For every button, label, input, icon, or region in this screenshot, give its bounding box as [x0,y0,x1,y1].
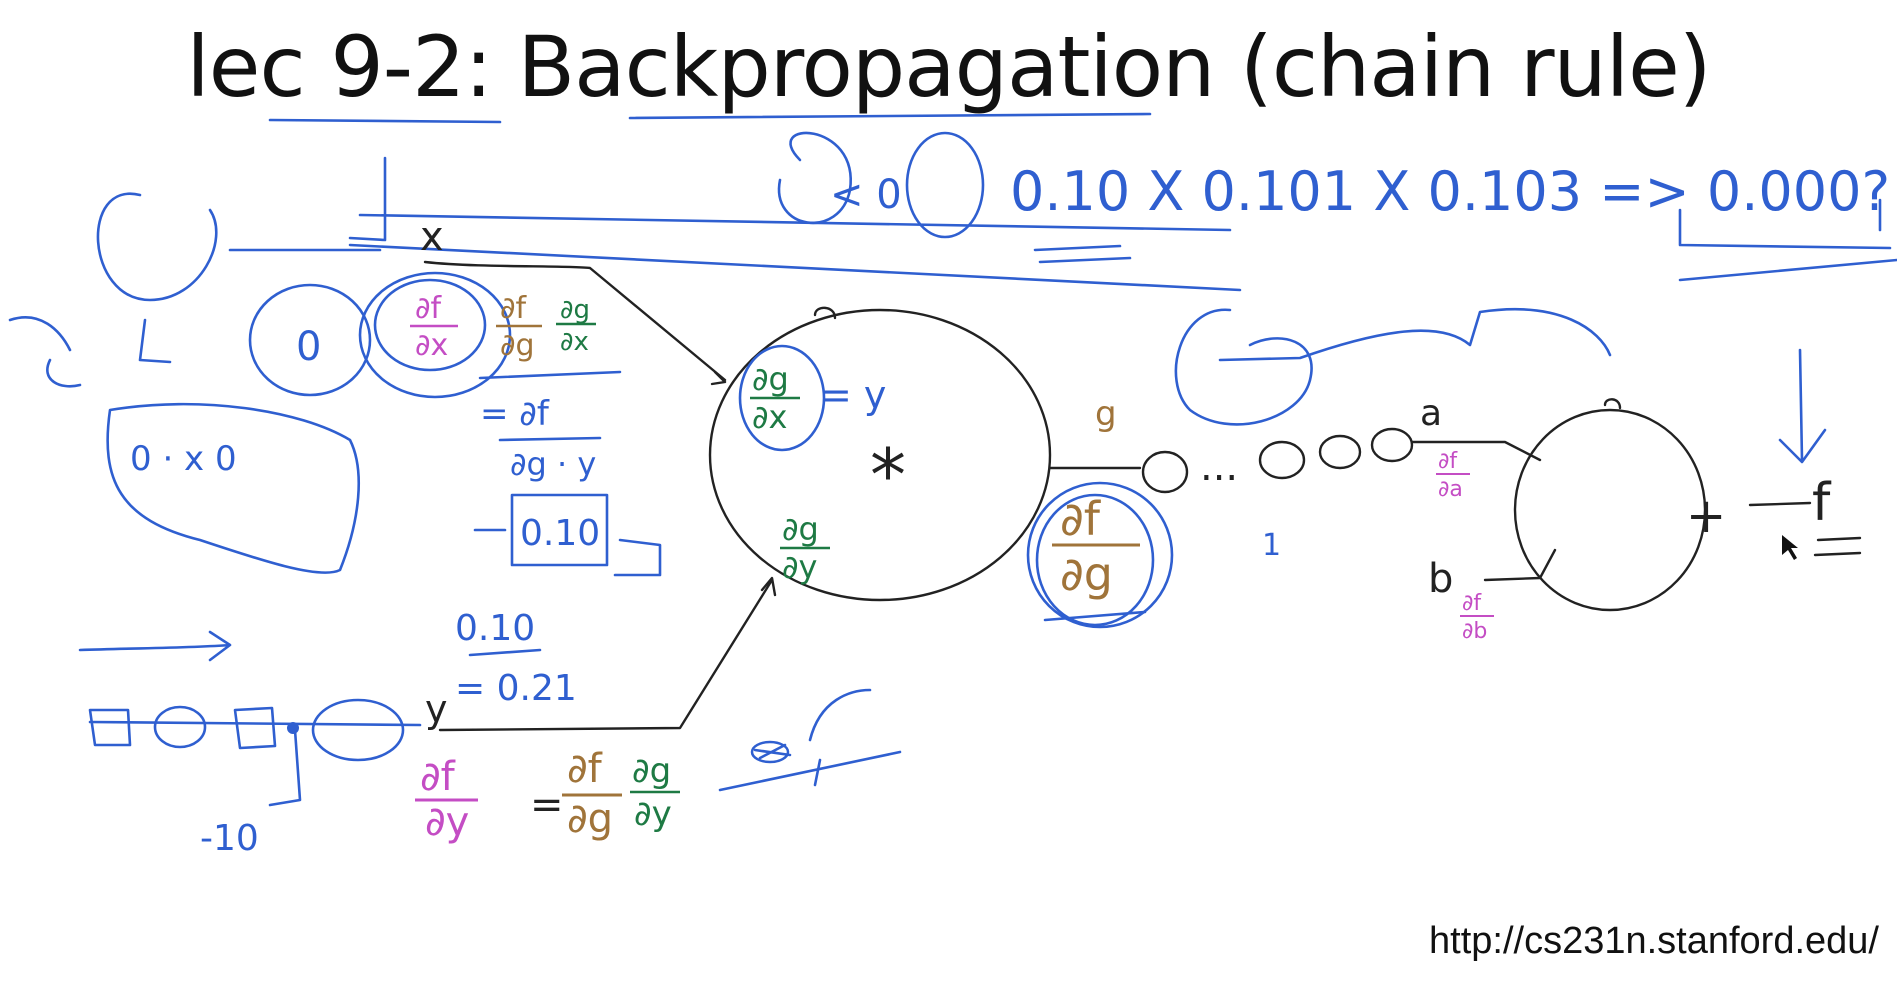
df-dg-den-big: ∂g [1060,547,1113,601]
df-dy-den: ∂y [425,799,469,845]
eq-df-text: = ∂f [480,394,550,434]
df-dg-den-bottom: ∂g [567,796,613,842]
dg-dy-num: ∂g [782,510,819,548]
multiply-operator: * [870,433,906,517]
right-scribbles [1174,307,1827,464]
zero-x-zero-text: 0 · x 0 [130,439,237,479]
df-dg-circled: g ∂f ∂g 1 [1026,394,1281,629]
vals-mid-text: 0.10 [520,513,600,554]
dg-dx-den-left: ∂x [560,327,589,357]
df-da-num: ∂f [1438,449,1458,474]
title-underlines [268,112,1152,124]
chain-rule-stack-x: ∂f ∂x ∂f ∂g ∂g ∂x = ∂f ∂g · y 0.10 0.10 … [410,291,662,709]
edge-y-to-mul [438,578,774,732]
eq-y-text: = y [820,373,886,417]
dg-dy-num-bottom: ∂g [632,751,671,791]
top-product-text: 0.10 X 0.101 X 0.103 => 0.000? [1010,160,1890,223]
df-dy-formula: ∂f ∂y = ∂f ∂g ∂g ∂y [415,746,680,845]
edge-x-to-mul [423,260,727,382]
node-x-label: x [420,214,444,260]
ellipsis-text: ... [1200,444,1238,490]
dg-dy-den: ∂y [782,548,817,586]
plus-node-derivatives: ∂f ∂a ∂f ∂b [1436,449,1494,644]
minus-ten-text: -10 [200,818,259,859]
left-scribbles: 0 0 · x 0 [8,156,1242,574]
df-da-den: ∂a [1438,477,1463,502]
df-dy-num: ∂f [420,754,456,800]
multiply-node [708,308,1052,602]
mul-node-annotations: ∂g ∂x = y ∂g ∂y [738,344,886,586]
node-b-label: b [1428,556,1453,602]
node-y-label: y [425,687,448,731]
df-db-num: ∂f [1462,591,1482,616]
zero-text: 0 [296,324,321,370]
lt-zero-text: < 0 [830,172,902,218]
source-url[interactable]: http://cs231n.stanford.edu/ [1429,920,1879,962]
one-text: 1 [1262,528,1281,563]
plus-node [1513,408,1707,612]
dg-dx-num-left: ∂g [560,295,590,325]
df-dg-num: ∂f [500,291,528,326]
dg-y-text: ∂g · y [510,445,596,483]
vals-low-text: 0.10 [455,608,535,649]
df-dg-num-bottom: ∂f [567,746,603,792]
plus-operator: + [1686,488,1726,544]
dg-dy-den-bottom: ∂y [634,794,672,834]
vals-low2-text: = 0.21 [455,668,577,709]
dg-dx-num: ∂g [752,360,789,398]
mini-plot-sketch [718,688,902,792]
df-dx-den: ∂x [415,328,448,363]
node-g-label: g [1095,394,1117,434]
svg-text:=: = [530,782,564,828]
node-a-label: a [1420,393,1442,434]
computation-graph: * ... + x y a b f [420,214,1862,732]
page-title: lec 9-2: Backpropagation (chain rule) [186,18,1711,116]
df-db-den: ∂b [1462,619,1487,644]
df-dg-den: ∂g [500,328,535,363]
df-dg-num-big: ∂f [1060,492,1102,546]
bottom-left-chain: -10 [78,630,422,859]
node-f-label: f [1812,473,1832,533]
top-product-annotation: < 0 0.10 X 0.101 X 0.103 => 0.000? [777,131,1897,282]
dg-dx-den: ∂x [752,398,787,436]
df-dx-num: ∂f [415,291,443,326]
